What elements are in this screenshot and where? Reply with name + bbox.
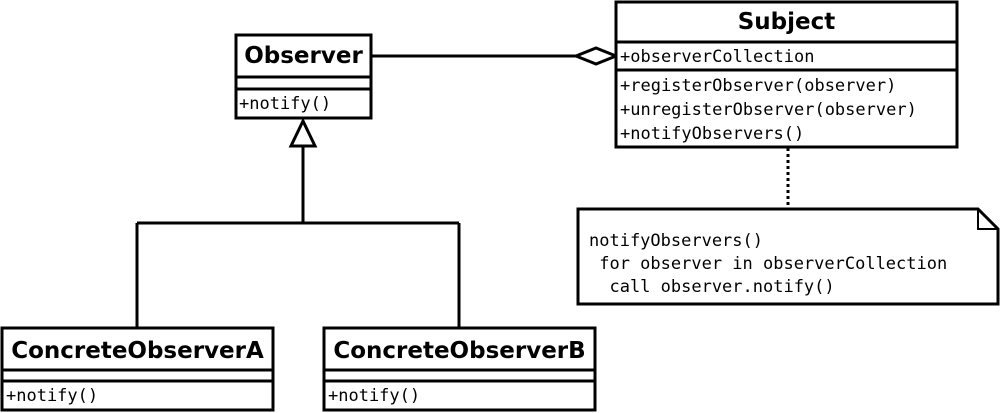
inheritance-triangle-icon <box>288 117 318 148</box>
note-shape <box>576 207 1000 306</box>
class-title: ConcreteObserverA <box>11 338 264 364</box>
class-method: +notify() <box>328 386 420 406</box>
class-title: ConcreteObserverB <box>333 338 585 364</box>
note-line: call observer.notify() <box>589 277 835 297</box>
class-subject: Subject +observerCollection +registerObs… <box>614 0 959 149</box>
class-method: +notifyObservers() <box>620 124 804 144</box>
inheritance-connector <box>135 117 461 328</box>
class-title: Subject <box>738 9 836 35</box>
class-attribute: +observerCollection <box>620 47 814 67</box>
class-method: +registerObserver(observer) <box>620 76 896 96</box>
note: notifyObservers() for observer in observ… <box>576 207 1000 306</box>
class-observer: Observer +notify() <box>234 33 373 120</box>
note-line: for observer in observerCollection <box>589 254 947 274</box>
class-concrete-observer-a: ConcreteObserverA +notify() <box>0 326 275 412</box>
note-line: notifyObservers() <box>589 231 763 251</box>
class-method: +unregisterObserver(observer) <box>620 100 917 120</box>
class-title: Observer <box>244 43 363 69</box>
note-fold-icon <box>977 209 998 230</box>
class-method: +notify() <box>239 94 331 114</box>
aggregation-connector <box>371 46 621 66</box>
class-method: +notify() <box>6 386 98 406</box>
aggregation-diamond-icon <box>571 46 621 66</box>
class-concrete-observer-b: ConcreteObserverB +notify() <box>322 326 597 412</box>
